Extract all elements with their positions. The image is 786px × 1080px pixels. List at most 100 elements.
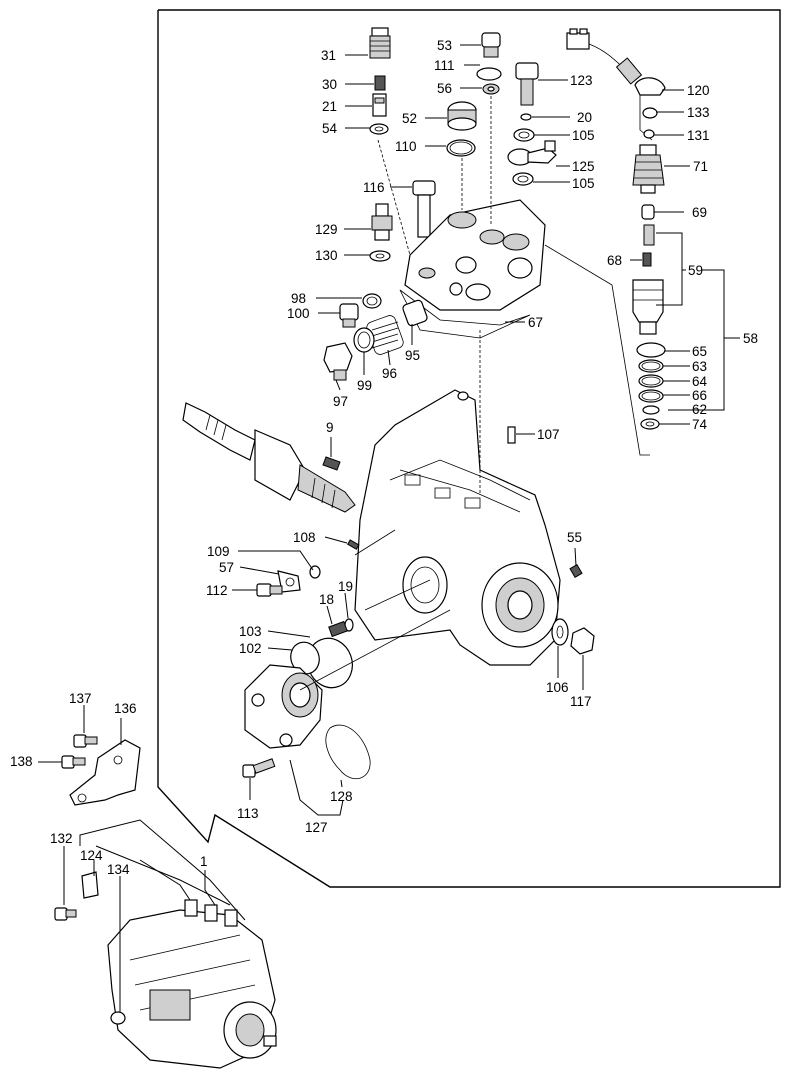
part-95-sleeve[interactable] (402, 299, 428, 327)
part-120-harness[interactable] (566, 28, 666, 141)
callout-96: 96 (382, 366, 397, 381)
callout-30: 30 (322, 77, 337, 92)
part-65-oring[interactable] (636, 342, 666, 358)
callout-134: 134 (107, 862, 130, 877)
part-52-plug[interactable] (447, 101, 477, 131)
callout-109: 109 (207, 544, 230, 559)
callout-52: 52 (402, 111, 417, 126)
part-136-bracket[interactable] (69, 739, 141, 806)
callout-116: 116 (363, 180, 385, 195)
callout-120: 120 (687, 83, 710, 98)
part-68-spring[interactable] (642, 252, 652, 267)
part-67-gasket[interactable] (399, 289, 531, 339)
part-110-oring[interactable] (446, 139, 476, 157)
part-105a-washer[interactable] (513, 128, 535, 142)
callout-125: 125 (572, 159, 595, 174)
part-105b-washer[interactable] (512, 172, 534, 186)
callout-98: 98 (291, 291, 306, 306)
callout-54: 54 (322, 121, 338, 136)
callout-130: 130 (315, 248, 338, 263)
callout-1: 1 (200, 854, 208, 869)
part-137-bolt[interactable] (73, 734, 98, 748)
part-20-oring[interactable] (520, 113, 532, 121)
part-64-oring[interactable] (638, 374, 664, 388)
part-63-oring[interactable] (638, 359, 664, 373)
callout-53: 53 (437, 38, 452, 53)
part-124-plate[interactable] (81, 871, 99, 899)
callout-105b: 105 (572, 176, 595, 191)
callout-132: 132 (50, 831, 73, 846)
part-113-bolt[interactable] (242, 758, 276, 778)
part-138-bolt[interactable] (61, 755, 86, 769)
part-128-gasket[interactable] (325, 724, 371, 780)
part-130-washer[interactable] (369, 250, 391, 262)
callout-102: 102 (239, 641, 262, 656)
callout-71: 71 (693, 159, 708, 174)
callout-108: 108 (293, 530, 316, 545)
part-99-oring[interactable] (353, 327, 375, 353)
part-head-housing[interactable] (404, 199, 546, 311)
part-57-plate[interactable] (277, 570, 301, 593)
part-125-banjo[interactable] (507, 140, 557, 166)
callout-110: 110 (395, 139, 417, 154)
part-59-valve-body[interactable] (632, 224, 664, 335)
callout-19: 19 (338, 579, 353, 594)
callout-21: 21 (322, 99, 337, 114)
callout-127: 127 (305, 820, 328, 835)
part-71-solenoid[interactable] (632, 144, 665, 194)
part-97-plug[interactable] (323, 342, 353, 381)
part-123-bolt[interactable] (515, 62, 539, 106)
callout-69: 69 (692, 205, 707, 220)
callout-31: 31 (321, 48, 336, 63)
callout-100: 100 (287, 306, 310, 321)
part-116-bolt[interactable] (412, 180, 436, 238)
callout-113: 113 (237, 806, 259, 821)
part-129-fitting[interactable] (371, 203, 393, 241)
callout-18: 18 (319, 592, 334, 607)
callout-64: 64 (692, 374, 708, 389)
part-31-fitting[interactable] (369, 27, 391, 59)
callout-99: 99 (357, 378, 372, 393)
part-69-cap[interactable] (641, 204, 655, 220)
part-117-nut[interactable] (570, 627, 595, 655)
part-53-plug[interactable] (481, 32, 501, 58)
callout-123: 123 (570, 73, 593, 88)
callout-66: 66 (692, 388, 707, 403)
part-112-bolt[interactable] (256, 583, 283, 597)
part-62-oring[interactable] (642, 405, 660, 415)
callout-105a: 105 (572, 128, 595, 143)
part-100-plug[interactable] (339, 303, 359, 328)
part-132-bolt[interactable] (54, 907, 77, 921)
part-30-spring[interactable] (374, 75, 386, 91)
part-18-screw[interactable] (328, 620, 348, 638)
callout-65: 65 (692, 344, 707, 359)
part-108-pin[interactable] (346, 539, 360, 550)
callout-111: 111 (434, 58, 455, 73)
part-133-nut[interactable] (642, 107, 658, 119)
part-98-oring[interactable] (362, 293, 382, 309)
part-9-key[interactable] (322, 456, 341, 471)
part-drive-shaft[interactable] (182, 402, 356, 513)
callout-129: 129 (315, 222, 338, 237)
part-111-oring[interactable] (476, 67, 502, 81)
part-pump-housing[interactable] (354, 389, 561, 666)
part-134-washer[interactable] (110, 1011, 126, 1025)
part-54-washer[interactable] (369, 123, 389, 135)
part-55-screw[interactable] (569, 563, 583, 579)
part-127-feed-pump[interactable] (244, 664, 323, 749)
part-102-oring[interactable] (286, 638, 323, 678)
callout-138: 138 (10, 754, 33, 769)
callout-59: 59 (688, 263, 703, 278)
part-131-washer[interactable] (643, 129, 655, 139)
callout-103: 103 (239, 624, 262, 639)
callout-57: 57 (219, 560, 234, 575)
part-21-valve[interactable] (372, 93, 387, 117)
callout-95: 95 (405, 348, 420, 363)
part-66-oring[interactable] (638, 389, 664, 403)
callout-117: 117 (570, 694, 592, 709)
part-1-injection-pump-assy[interactable] (107, 899, 277, 1069)
part-106-washer[interactable] (551, 618, 569, 646)
part-56-washer[interactable] (482, 83, 500, 95)
part-107-pin[interactable] (507, 426, 516, 444)
part-74-washer[interactable] (640, 418, 660, 430)
